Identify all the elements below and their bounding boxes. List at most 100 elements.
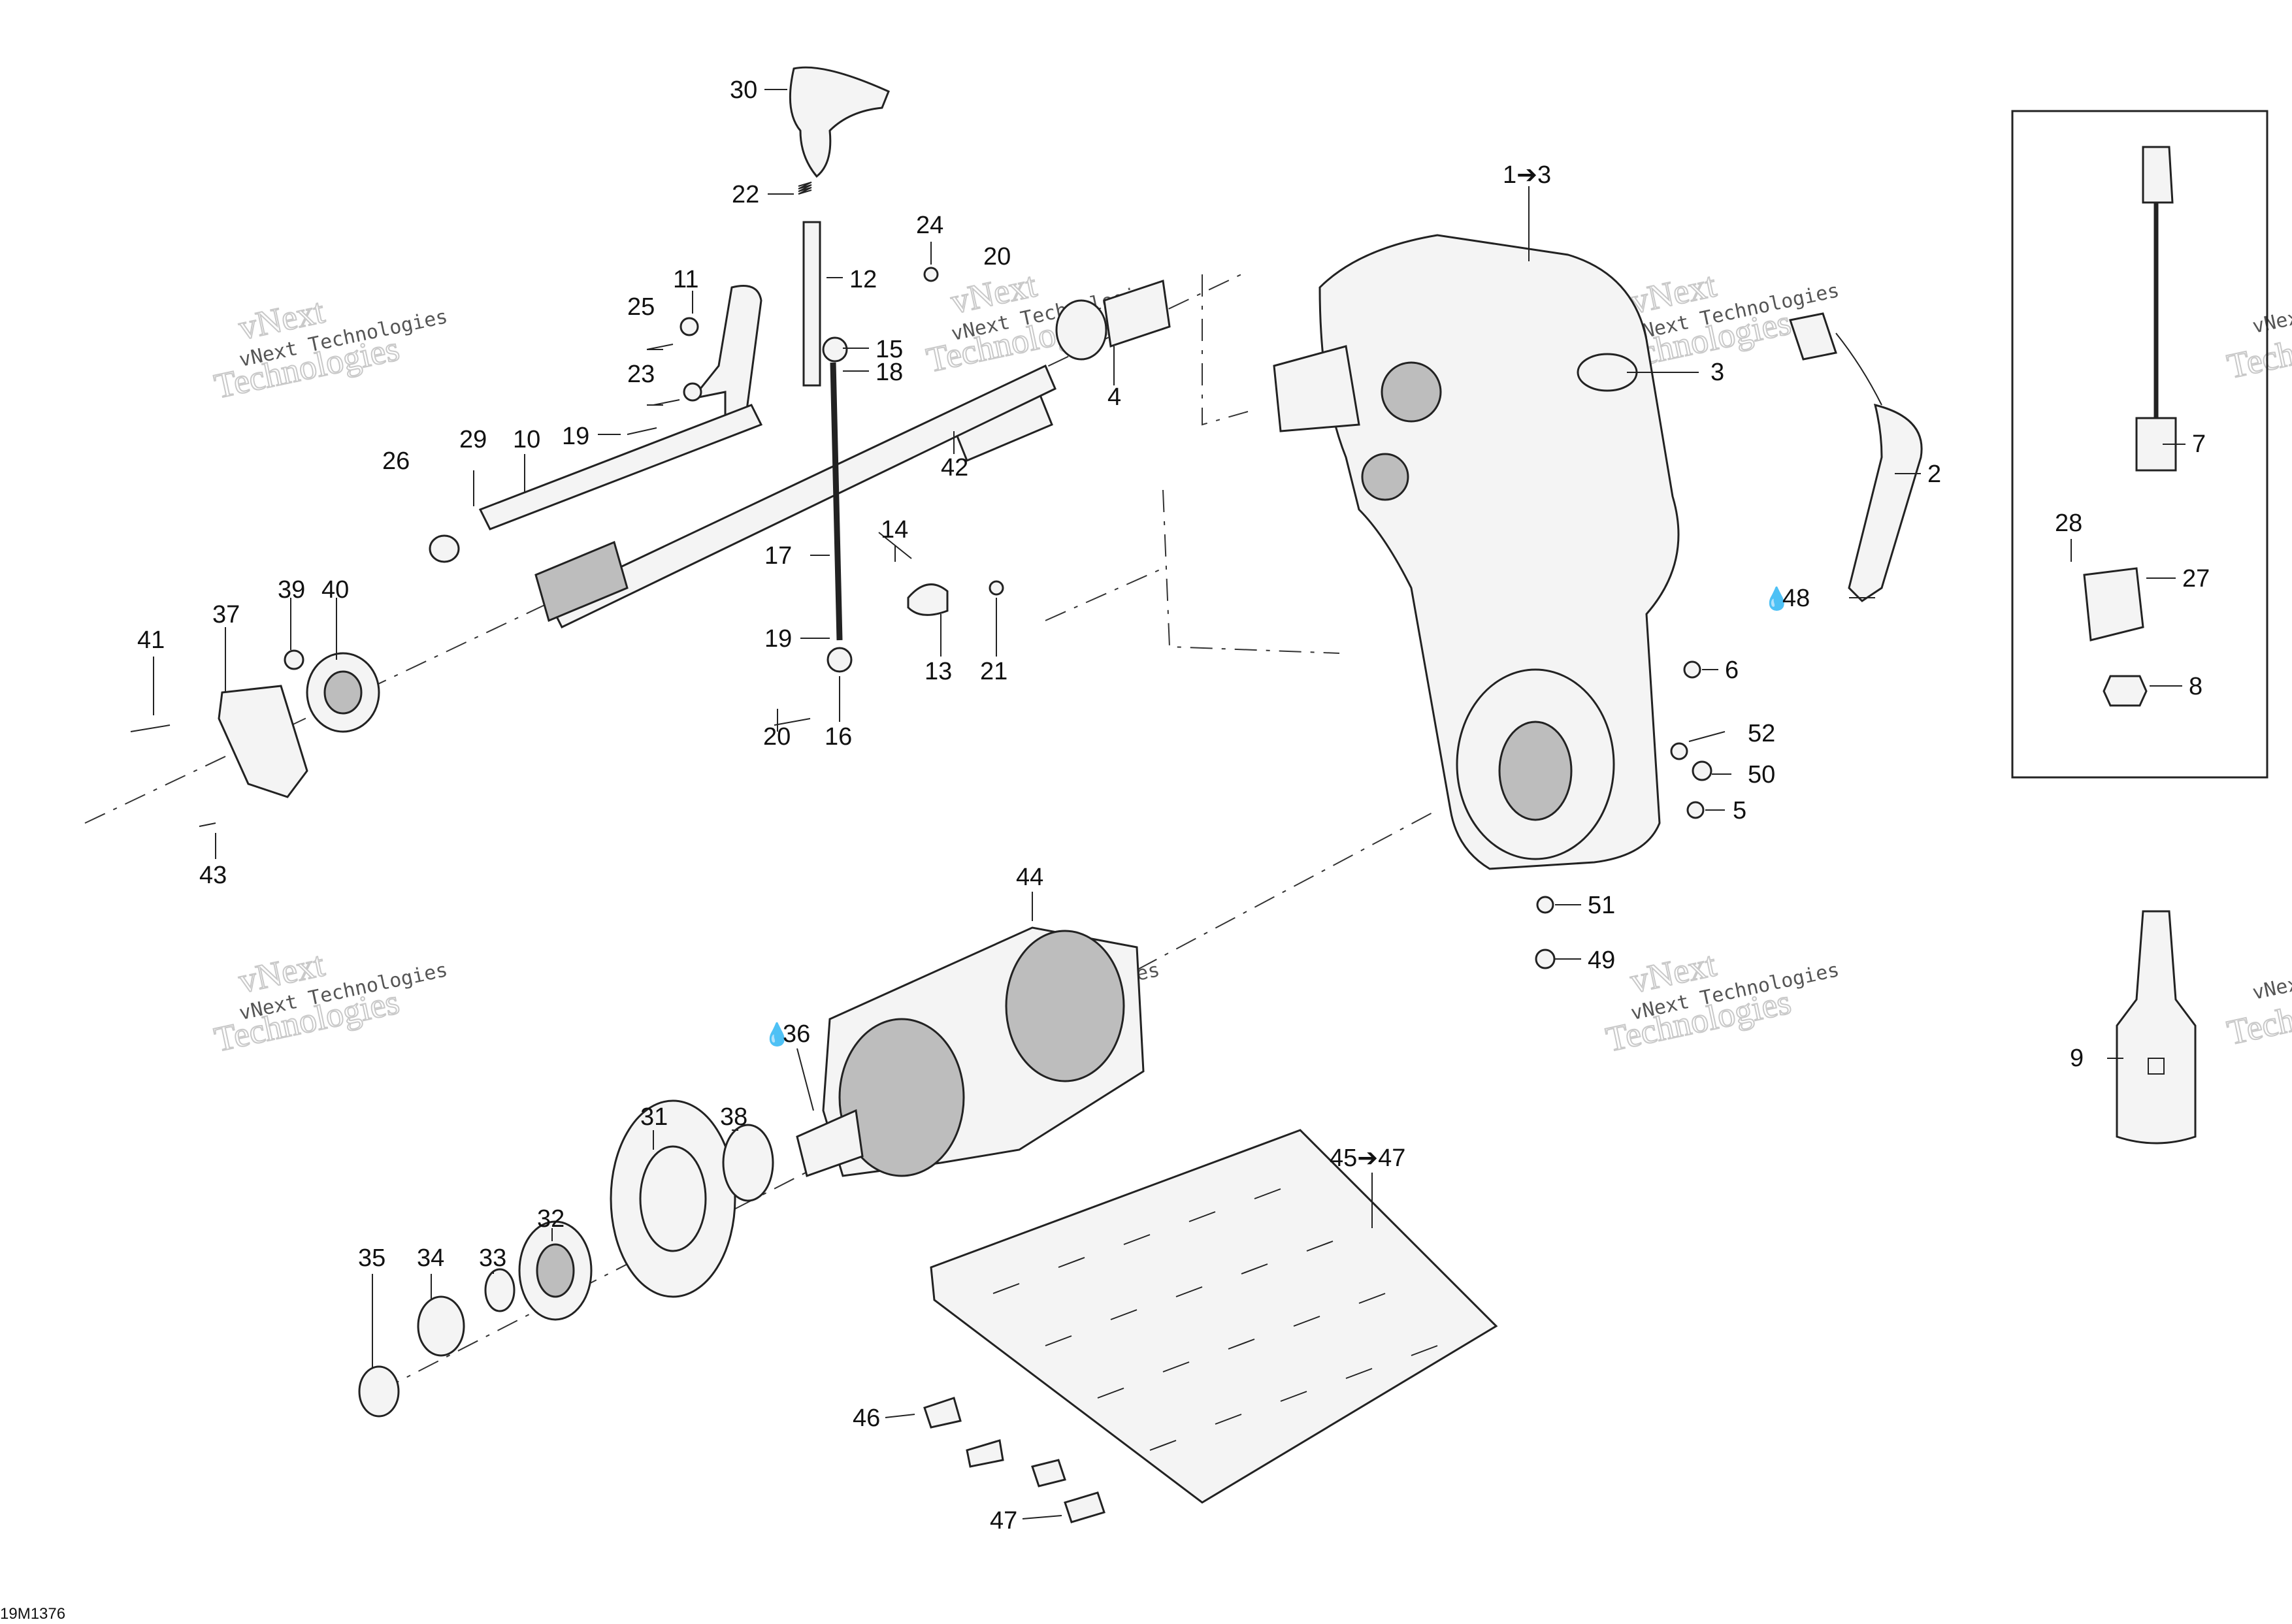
- sensor-body-part: [2135, 417, 2177, 472]
- callout-labels: 30 22 24 20 12 11 25 23 15 18 4 19 10 29…: [137, 76, 2210, 1535]
- callout-41: 41: [137, 626, 165, 654]
- nut-small-part: [284, 649, 304, 670]
- sprocket-shaft: [796, 1109, 864, 1177]
- clip-part: [1064, 1491, 1105, 1523]
- rod-end-bottom: [827, 647, 853, 673]
- retaining-ring-part: [429, 534, 460, 563]
- callout-6: 6: [1725, 657, 1739, 684]
- svg-text:vNext Technologies: vNext Technologies: [2250, 938, 2292, 1005]
- screw-part: [1535, 949, 1556, 969]
- callout-11: 11: [673, 266, 698, 293]
- callout-36: 36: [783, 1020, 810, 1048]
- callout-37: 37: [212, 601, 240, 628]
- rod-part: [830, 362, 843, 641]
- end-cap-part: [417, 1295, 465, 1357]
- watermark: vNext Technologies Technologies: [2223, 938, 2292, 1053]
- seal-inner: [536, 1243, 575, 1298]
- callout-50: 50: [1748, 761, 1775, 788]
- gearbox-input-shaft: [1273, 345, 1360, 432]
- callout-38: 38: [720, 1103, 747, 1131]
- drive-flange-spline: [1498, 721, 1573, 821]
- callout-29: 29: [459, 426, 487, 453]
- watermark: vNext Technologies Technologies: [2223, 272, 2292, 387]
- bearing-plate-hole: [639, 1145, 707, 1252]
- cable-part: [1835, 333, 1882, 406]
- callout-20-lower: 20: [763, 723, 791, 751]
- callout-44: 44: [1016, 864, 1043, 891]
- callout-23: 23: [627, 361, 655, 388]
- bearing-inner: [323, 670, 363, 715]
- callout-24: 24: [916, 212, 943, 239]
- callout-7: 7: [2192, 430, 2206, 458]
- callout-45-to-47: 45➔47: [1330, 1145, 1405, 1172]
- callout-33: 33: [479, 1244, 506, 1272]
- callout-32: 32: [537, 1205, 565, 1233]
- sensor-bracket-part: [2083, 567, 2144, 641]
- callout-30: 30: [730, 76, 757, 104]
- shift-arm-part: [690, 285, 762, 426]
- parts: [130, 66, 2197, 1523]
- callout-40: 40: [321, 576, 349, 604]
- sensor-kit-frame: [2011, 110, 2268, 779]
- bearing-flange-part: [218, 685, 308, 798]
- track-part: [930, 1129, 1498, 1504]
- gearbox-bore-upper: [1381, 361, 1442, 423]
- callout-34: 34: [417, 1244, 444, 1272]
- main-shaft-part: [547, 364, 1056, 628]
- track-lugs: [992, 1188, 1438, 1451]
- callout-19: 19: [562, 423, 589, 450]
- o-ring-part: [722, 1124, 774, 1202]
- watermark: vNext vNext Technologies Technologies: [1602, 944, 1841, 1060]
- clip-part: [966, 1439, 1004, 1468]
- callout-1-to-3: 1➔3: [1503, 161, 1551, 189]
- sensor-plug-part: [2142, 146, 2174, 204]
- callout-52: 52: [1748, 720, 1775, 747]
- rod-end-top: [822, 336, 848, 363]
- callout-26: 26: [382, 447, 410, 475]
- callout-35: 35: [358, 1244, 385, 1272]
- callout-10: 10: [513, 426, 540, 453]
- callout-22: 22: [732, 181, 759, 208]
- nut-small-part: [1686, 801, 1705, 819]
- oil-drop-icon: 💧: [763, 1022, 791, 1047]
- lever-bracket-part: [802, 221, 821, 387]
- callout-8: 8: [2189, 673, 2202, 700]
- callout-49: 49: [1588, 947, 1615, 974]
- callout-46: 46: [853, 1405, 880, 1432]
- nut-small-part: [1683, 660, 1701, 679]
- watermark: vNext vNext Technologies Technologies: [210, 291, 450, 407]
- washer-part: [1670, 742, 1688, 760]
- circlip-part: [358, 1365, 400, 1418]
- callout-12: 12: [849, 266, 877, 293]
- watermark: vNext vNext Technologies Technologies: [210, 944, 450, 1060]
- callout-48: 48: [1782, 585, 1810, 612]
- oil-drop-icon: 💧: [1763, 586, 1790, 611]
- callout-43: 43: [199, 862, 227, 889]
- gearbox-bore-lower: [1361, 453, 1409, 501]
- clip-part: [923, 1397, 962, 1429]
- screw-part: [1692, 760, 1712, 781]
- callout-28: 28: [2055, 510, 2082, 537]
- callout-13: 13: [925, 658, 952, 685]
- spring-part: [798, 182, 812, 195]
- callout-27: 27: [2182, 565, 2210, 593]
- clip-part: [1031, 1459, 1066, 1487]
- callout-14: 14: [881, 516, 908, 544]
- callout-39: 39: [278, 576, 305, 604]
- bolt-part: [130, 344, 912, 827]
- nut-part: [2103, 675, 2148, 707]
- washer-part: [989, 580, 1004, 596]
- washer-part: [1536, 896, 1554, 914]
- sprocket-left: [838, 1018, 965, 1177]
- callout-16: 16: [825, 723, 852, 751]
- callout-2: 2: [1927, 461, 1941, 488]
- shaft-spline-part: [534, 540, 629, 623]
- callout-15: 15: [876, 336, 903, 363]
- shift-knob-part: [789, 66, 890, 178]
- small-ring-part: [484, 1268, 516, 1312]
- leader-lines: [153, 89, 2186, 1519]
- callout-31: 31: [640, 1103, 668, 1131]
- callout-3: 3: [1711, 359, 1724, 386]
- callout-17: 17: [764, 542, 792, 570]
- callout-18: 18: [876, 359, 903, 386]
